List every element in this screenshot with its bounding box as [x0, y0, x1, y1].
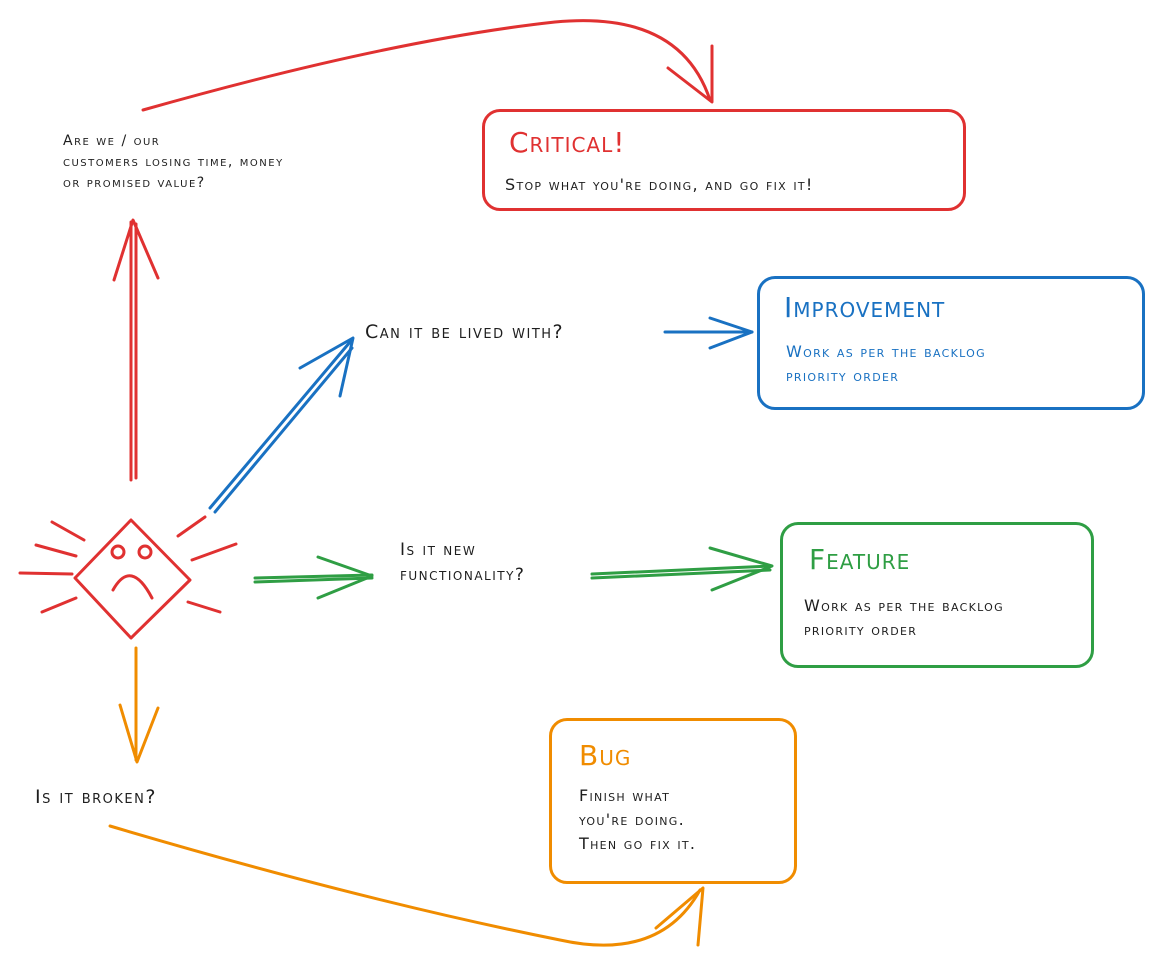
outcome-bug-box: Bug Finish what you're doing. Then go fi… [549, 718, 797, 884]
outcome-critical-box: Critical! Stop what you're doing, and go… [482, 109, 966, 211]
outcome-improvement-box: Improvement Work as per the backlog prio… [757, 276, 1145, 410]
arrow-feature-horizontal [253, 555, 374, 600]
outcome-feature-box: Feature Work as per the backlog priority… [780, 522, 1094, 668]
outcome-feature-description: Work as per the backlog priority order [804, 596, 1004, 639]
arrow-bug-to-box [108, 824, 705, 947]
arrow-improvement-diagonal [208, 336, 355, 514]
question-feature: Is it new functionality? [400, 540, 526, 585]
arrow-improvement-to-box [663, 316, 754, 350]
sad-face-icon [18, 515, 238, 640]
arrow-critical-to-box [141, 19, 714, 112]
arrow-bug-down [118, 646, 160, 764]
arrow-critical-up [112, 218, 160, 482]
outcome-feature-title: Feature [809, 543, 911, 576]
outcome-improvement-title: Improvement [784, 291, 946, 324]
outcome-bug-title: Bug [579, 739, 632, 772]
outcome-critical-title: Critical! [509, 126, 626, 159]
question-bug: Is it broken? [35, 786, 157, 808]
question-critical: Are we / our customers losing time, mone… [63, 133, 284, 191]
arrow-feature-to-box [590, 546, 774, 592]
question-improvement: Can it be lived with? [365, 321, 565, 343]
outcome-bug-description: Finish what you're doing. Then go fix it… [579, 786, 697, 853]
outcome-improvement-description: Work as per the backlog priority order [786, 342, 986, 385]
outcome-critical-description: Stop what you're doing, and go fix it! [505, 175, 814, 194]
